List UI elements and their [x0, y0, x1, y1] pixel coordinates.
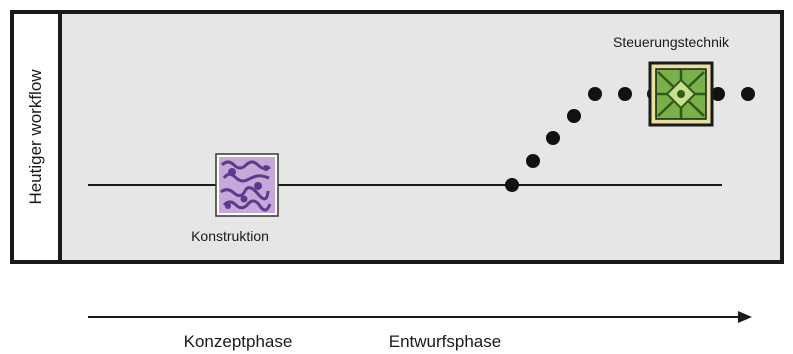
phase-timeline	[88, 311, 752, 323]
transition-dot	[588, 87, 602, 101]
transition-dot	[711, 87, 725, 101]
transition-dot	[618, 87, 632, 101]
main-panel	[58, 10, 784, 264]
steuerungstechnik-label: Steuerungstechnik	[613, 34, 730, 50]
transition-dot	[526, 154, 540, 168]
konstruktion-icon	[215, 153, 279, 217]
phase-label-entwurfsphase: Entwurfsphase	[389, 332, 501, 351]
transition-dot	[567, 109, 581, 123]
side-label: Heutiger workflow	[26, 69, 45, 205]
transition-dot	[505, 178, 519, 192]
transition-dot	[741, 87, 755, 101]
timeline-arrowhead	[738, 311, 752, 323]
steuerungstechnik-icon	[648, 61, 714, 127]
konstruktion-label: Konstruktion	[191, 228, 269, 244]
side-label-box	[10, 10, 62, 264]
transition-dot	[546, 131, 560, 145]
phase-label-konzeptphase: Konzeptphase	[184, 332, 293, 351]
